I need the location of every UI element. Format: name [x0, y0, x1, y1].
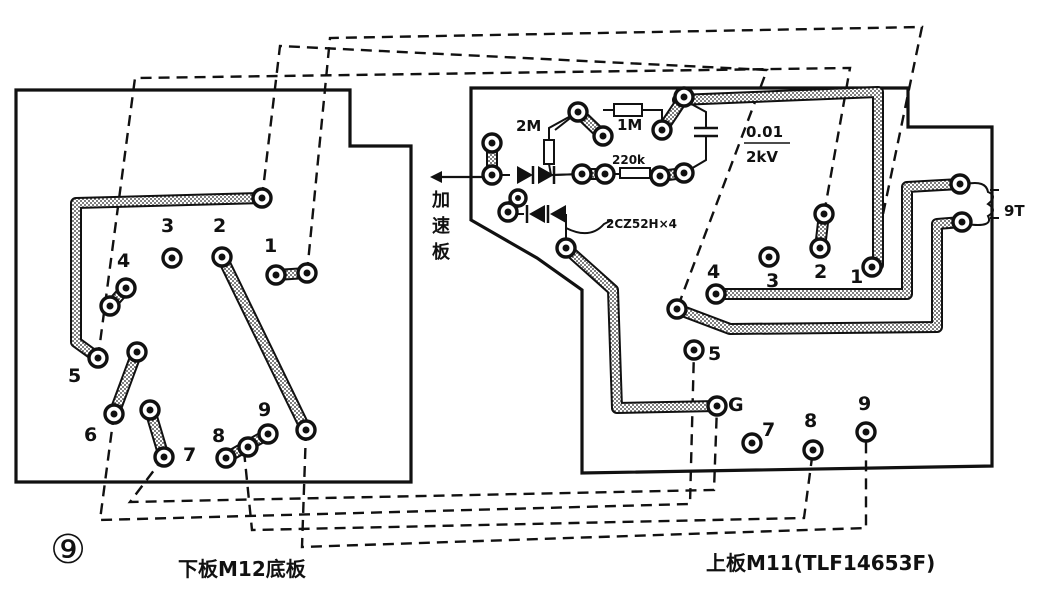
pad: [211, 246, 233, 268]
pad: [497, 201, 519, 223]
accel-board-char-3: 板: [432, 241, 451, 263]
pad: [673, 162, 695, 184]
pad: [861, 256, 883, 278]
pad: [594, 163, 616, 185]
coil-label: 9T: [1004, 202, 1025, 220]
upper-board: 1 2 3 4 5 G 7 8 9 2M 1M 220k 0.01 2kV 2C…: [430, 86, 1025, 475]
pad: [592, 125, 614, 147]
figure-number-badge: ⑨: [50, 527, 86, 573]
resistor-220k-label: 220k: [612, 153, 646, 167]
pin-label: 6: [84, 424, 97, 446]
pad: [296, 262, 318, 284]
resistor-2m: [543, 139, 555, 165]
upper-board-pads: [481, 86, 973, 461]
pad: [651, 119, 673, 141]
figure-number: ⑨: [50, 527, 86, 573]
pad: [257, 423, 279, 445]
resistor-1m: [613, 103, 643, 117]
pad: [673, 86, 695, 108]
resistor-2m-label: 2M: [516, 117, 541, 135]
component-labels: 2M 1M 220k 0.01 2kV 2CZ52H×4 9T: [516, 116, 1025, 231]
pad: [115, 277, 137, 299]
accel-board-label: 加 速 板: [431, 190, 451, 263]
pad: [481, 132, 503, 154]
pin-label: 9: [858, 393, 871, 415]
pad: [683, 339, 705, 361]
pad: [508, 188, 528, 208]
pin-label: 4: [117, 250, 130, 272]
pad: [295, 419, 317, 441]
interconnect-wires: [96, 25, 924, 549]
pad: [126, 341, 148, 363]
pin-label: 3: [161, 215, 174, 237]
pad: [237, 436, 259, 458]
capacitor-0.01: [683, 99, 718, 174]
pad: [706, 395, 728, 417]
diode-part-label: 2CZ52H×4: [606, 217, 677, 231]
accel-board-char-2: 速: [432, 215, 450, 237]
pad: [481, 164, 503, 186]
upper-board-caption: 上板M11(TLF14653F): [706, 551, 935, 575]
pad: [813, 203, 835, 225]
pad: [103, 403, 125, 425]
pin-label: 5: [708, 343, 721, 365]
pad: [741, 432, 763, 454]
pad: [649, 165, 671, 187]
pin-label: 7: [183, 444, 196, 466]
lower-board-pin-labels: 1 2 3 4 5 6 7 8 9: [68, 215, 277, 466]
lower-board-pads: [87, 187, 318, 469]
pad: [705, 283, 727, 305]
pad: [161, 247, 183, 269]
pin-label: 5: [68, 365, 81, 387]
pad: [571, 163, 593, 185]
pad: [215, 447, 237, 469]
pin-label: 9: [258, 399, 271, 421]
pad: [567, 101, 589, 123]
coil-9t: [965, 182, 999, 226]
pad: [87, 347, 109, 369]
accel-board-char-1: 加: [431, 190, 450, 211]
pin-label: 2: [814, 261, 827, 283]
pin-label: G: [728, 394, 744, 416]
pad: [951, 211, 973, 233]
pin-label: 4: [707, 261, 720, 283]
pad: [99, 295, 121, 317]
lower-board: 1 2 3 4 5 6 7 8 9: [14, 88, 413, 484]
resistor-1m-label: 1M: [617, 116, 642, 134]
pad: [555, 237, 577, 259]
upper-board-outline: [469, 86, 994, 475]
pad: [666, 298, 688, 320]
pad: [251, 187, 273, 209]
pad: [802, 439, 824, 461]
diode-upper: [497, 166, 583, 184]
pin-label: 7: [762, 419, 775, 441]
pin-label: 8: [212, 425, 225, 447]
pin-label: 1: [850, 266, 863, 288]
pad: [855, 421, 877, 443]
lower-board-outline: [14, 88, 413, 484]
pad: [153, 446, 175, 468]
pad: [265, 264, 287, 286]
pad: [809, 237, 831, 259]
capacitor-value-label: 0.01: [746, 123, 783, 141]
arrow-to-accel-board: [430, 171, 486, 183]
pin-label: 2: [213, 215, 226, 237]
resistor-220k: [619, 167, 651, 179]
pad: [139, 399, 161, 421]
pin-label: 3: [766, 270, 779, 292]
pin-label: 8: [804, 410, 817, 432]
pin-label: 1: [264, 235, 277, 257]
upper-board-pin-labels: 1 2 3 4 5 G 7 8 9: [707, 261, 871, 441]
capacitor-voltage-label: 2kV: [746, 148, 778, 166]
pad: [949, 173, 971, 195]
pad: [758, 246, 780, 268]
lower-board-caption: 下板M12底板: [178, 557, 307, 581]
